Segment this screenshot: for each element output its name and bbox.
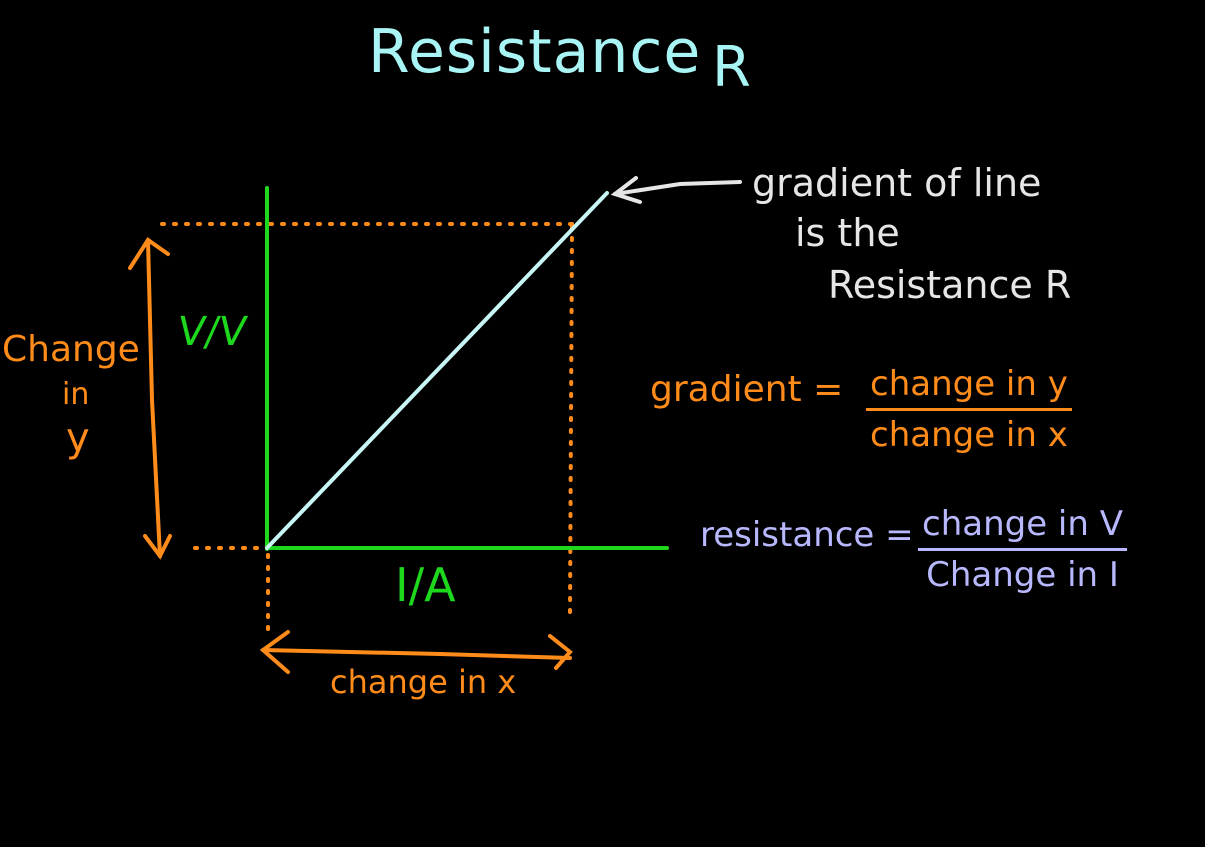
gradient-fraction: change in y change in x [866, 364, 1072, 455]
y-axis-label: V/V [174, 309, 250, 355]
resistance-fraction: change in V Change in I [918, 504, 1127, 595]
x-axis-label: I/A [395, 558, 456, 612]
change-in-x-label: change in x [330, 663, 517, 701]
change-in-y-label-line1: Change [2, 329, 140, 370]
title-symbol: R [712, 35, 751, 100]
annotation-line3: Resistance R [828, 263, 1072, 307]
axes [265, 186, 669, 551]
change-in-y-label-line2: in [62, 377, 90, 412]
resistance-denominator: Change in I [926, 555, 1119, 595]
gradient-numerator: change in y [866, 364, 1072, 411]
gradient-denominator: change in x [870, 415, 1068, 455]
data-line [265, 191, 609, 550]
change-in-y-label-line3: y [66, 415, 90, 461]
annotation-arrow [610, 176, 742, 204]
annotation-line2: is the [795, 211, 900, 255]
construction-lines [160, 222, 577, 632]
change-in-x-arrow [259, 630, 573, 674]
annotation-line1: gradient of line [752, 161, 1042, 205]
resistance-formula-lhs: resistance = [700, 515, 914, 555]
resistance-numerator: change in V [918, 504, 1127, 551]
gradient-formula-lhs: gradient = [650, 369, 844, 410]
change-in-y-arrow [128, 237, 172, 560]
title: Resistance [368, 17, 702, 87]
